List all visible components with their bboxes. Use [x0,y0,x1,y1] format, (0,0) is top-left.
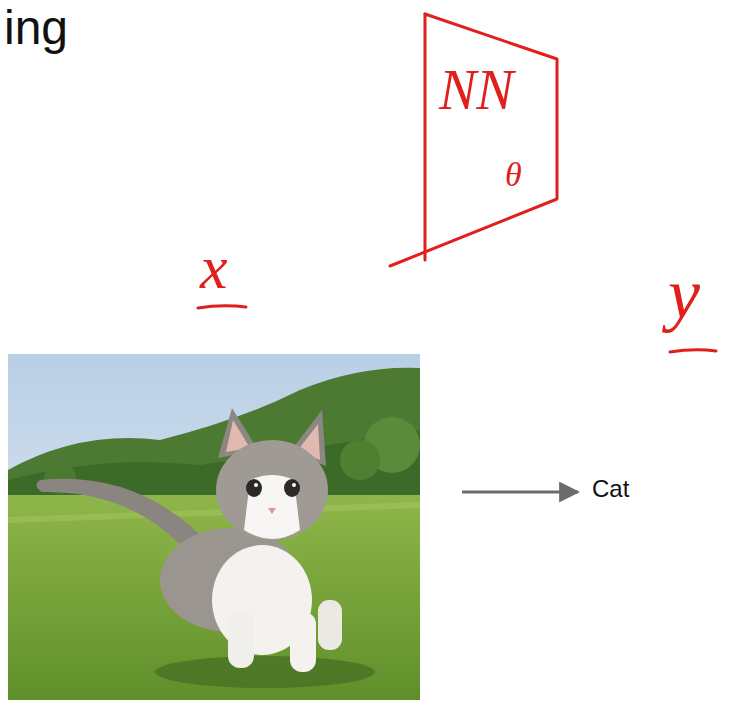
outline-stroke [390,14,557,266]
trapezoid-outline [425,14,557,264]
underline [198,306,246,308]
arrow [462,491,578,494]
input-variable: x [200,236,228,298]
slide-title: ing [4,0,68,55]
output-variable: y [668,258,700,330]
network-box: NN θ [425,14,557,264]
outline-stroke [424,14,427,260]
network-label: NN [439,62,514,118]
underline [670,350,716,352]
parameter-symbol: θ [505,158,522,192]
class-label: Cat [592,477,629,501]
cat-photo [8,354,420,700]
